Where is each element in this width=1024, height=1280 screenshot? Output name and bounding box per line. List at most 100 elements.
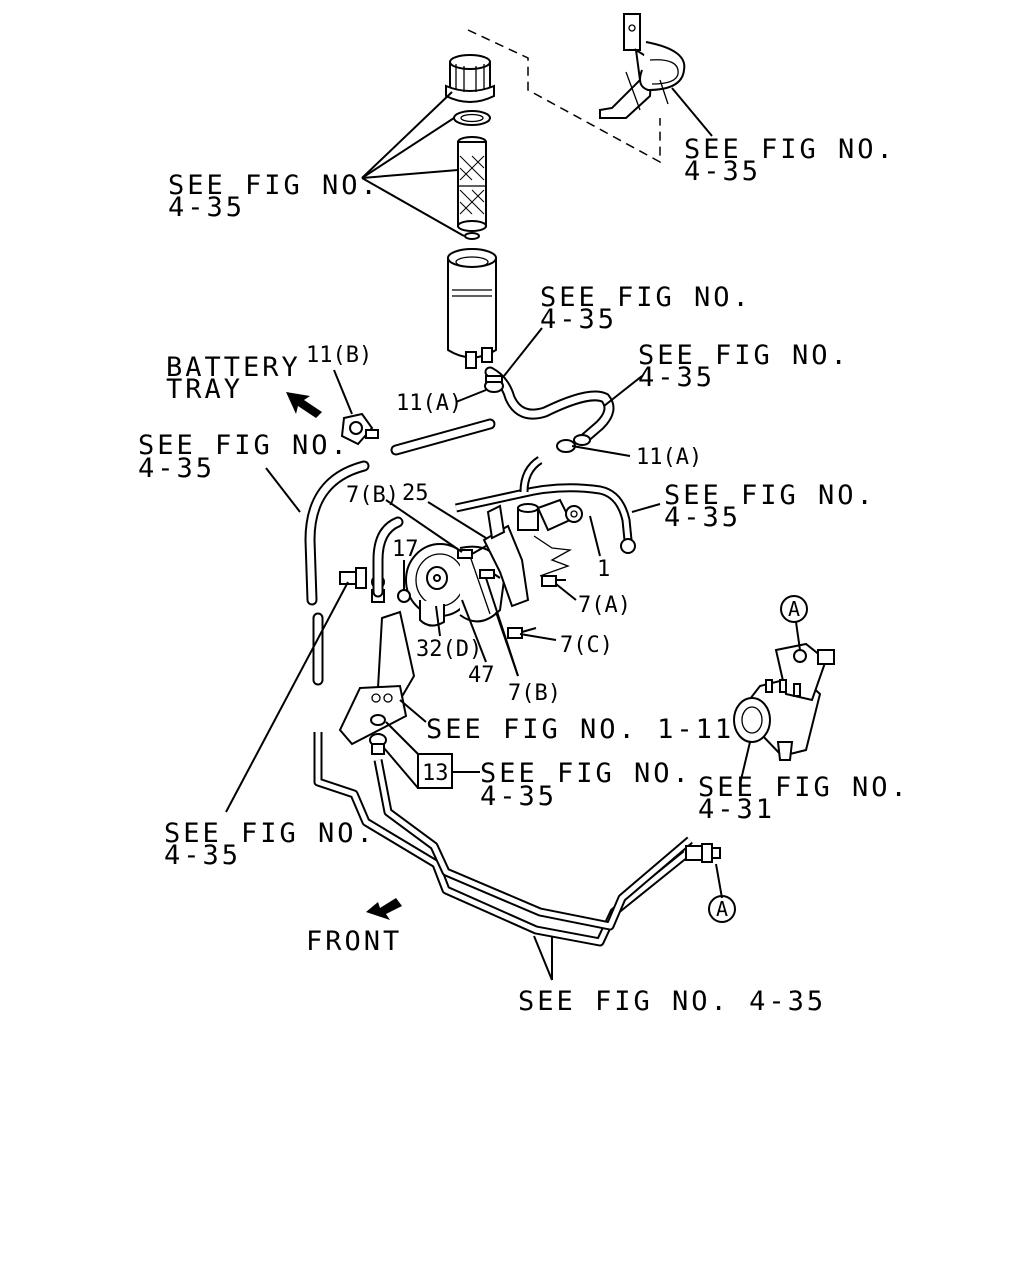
leader-long-pipe-1 [533,935,553,981]
leader-pressure-pipe [631,503,661,513]
label-front: FRONT [306,926,402,957]
leader-return-hose [603,375,643,407]
leader-lines-reservoir [361,91,465,237]
pump-inlet-hose [372,516,404,598]
callout-11a-right: 11(A) [636,445,702,470]
callout-7a: 7(A) [578,593,631,618]
svg-text:SEE FIG NO.: SEE FIG NO. [684,134,896,165]
pump-bracket [482,504,530,608]
callout-1: 1 [597,557,610,582]
label-see-fig-4-35-reservoir: SEE FIG NO. 4-35 [168,170,380,223]
callout-47: 47 [468,663,495,688]
callout-7b-top: 7(B) [346,483,399,508]
label-see-fig-4-35-left-hose: SEE FIG NO. 4-35 [138,430,350,484]
connector-marker-a-bottom: A [708,895,736,923]
leader-7b-top [385,499,463,553]
callout-13-box [383,721,480,789]
svg-text:4-35: 4-35 [540,304,617,335]
leader-bracket [671,87,713,137]
reservoir-outlet-hose [484,366,615,444]
return-hose [390,418,496,456]
pump-body [419,545,506,627]
leader-left-hose [265,467,301,513]
callout-17: 17 [392,537,419,562]
washer-13 [369,714,387,755]
left-vertical-hose [304,460,370,686]
svg-text:SEE FIG NO.: SEE FIG NO. [168,170,380,201]
bolt-17 [397,589,411,603]
arrow-down-left-icon [366,898,402,920]
leader-11b [333,369,353,415]
label-see-fig-1-11: SEE FIG NO. 1-11 [426,714,734,745]
arrow-up-left-icon [286,392,322,418]
svg-text:A: A [716,897,728,921]
svg-text:SEE FIG NO.: SEE FIG NO. [698,772,910,803]
hose-clip-11b [340,412,379,446]
leader-7c [519,633,557,641]
svg-text:4-35: 4-35 [138,453,215,484]
steering-gear-box [733,642,835,761]
svg-text:4-35: 4-35 [684,156,761,187]
callout-7c: 7(C) [560,633,613,658]
hose-clamp-11a-right [556,434,591,453]
svg-text:SEE FIG NO.: SEE FIG NO. [138,430,350,461]
label-see-fig-4-35-washer: SEE FIG NO. 4-35 [480,758,692,812]
label-battery-tray: BATTERY TRAY [166,352,301,405]
svg-text:SEE FIG NO.: SEE FIG NO. [164,818,376,849]
svg-text:BATTERY: BATTERY [166,352,301,383]
pressure-line-long [313,732,693,947]
leader-25 [427,501,487,539]
reservoir-seal-ring [453,110,491,126]
leader-gear-4-31 [739,741,751,785]
pipe-end-fittings [685,843,721,863]
leader-7a [555,583,577,601]
leader-47 [461,599,487,663]
svg-text:SEE FIG NO.: SEE FIG NO. [540,282,752,313]
leader-1 [589,515,601,557]
reservoir-cap [445,54,495,103]
pump-dashed-bracket [533,535,573,577]
callout-32d: 32(D) [416,637,482,662]
pump-outlet-fitting [517,498,583,532]
svg-text:A: A [788,597,800,621]
leader-gear-a [795,621,801,651]
svg-text:4-35: 4-35 [480,781,557,812]
leader-pipe-a [715,863,723,899]
label-see-fig-4-35-pipes: SEE FIG NO. 4-35 [518,986,826,1017]
svg-text:SEE FIG NO.: SEE FIG NO. [480,758,692,789]
label-see-fig-4-35-pressure: SEE FIG NO. 4-35 [664,480,876,533]
callout-7b-bottom: 7(B) [508,681,561,706]
bolt-7c [507,627,537,639]
reservoir-small-ring [464,232,480,240]
leader-11a-right [571,445,631,457]
connector-marker-a-top: A [780,595,808,623]
svg-text:TRAY: TRAY [166,374,243,405]
svg-text:SEE FIG NO.: SEE FIG NO. [664,480,876,511]
svg-text:4-35: 4-35 [638,362,715,393]
leader-bracket-1-11 [399,699,427,723]
svg-text:4-35: 4-35 [168,192,245,223]
pressure-pipe-upper [455,456,636,554]
reservoir-filter-element [457,136,487,232]
svg-text:4-31: 4-31 [698,794,775,825]
reservoir-body [447,248,497,369]
bracket-dashed-outline [467,29,661,164]
leader-7b-bottom-2 [495,611,519,677]
callout-11a-left: 11(A) [396,391,462,416]
svg-text:SEE FIG NO.: SEE FIG NO. [638,340,850,371]
reservoir-bracket [599,13,686,119]
svg-text:4-35: 4-35 [664,502,741,533]
callout-11b: 11(B) [306,343,372,368]
svg-text:4-35: 4-35 [164,840,241,871]
leader-32d [435,605,441,637]
leader-left-fitting [225,581,349,813]
leader-11a-left [455,389,487,403]
bolt-7a [541,575,566,587]
callout-25: 25 [402,481,429,506]
callout-13: 13 [422,761,449,786]
label-see-fig-4-35-bracket: SEE FIG NO. 4-35 [684,134,896,187]
bolt-7b-top [457,545,487,559]
label-see-fig-4-35-outlet: SEE FIG NO. 4-35 [540,282,752,335]
hose-clamp-11a-left [484,375,504,393]
